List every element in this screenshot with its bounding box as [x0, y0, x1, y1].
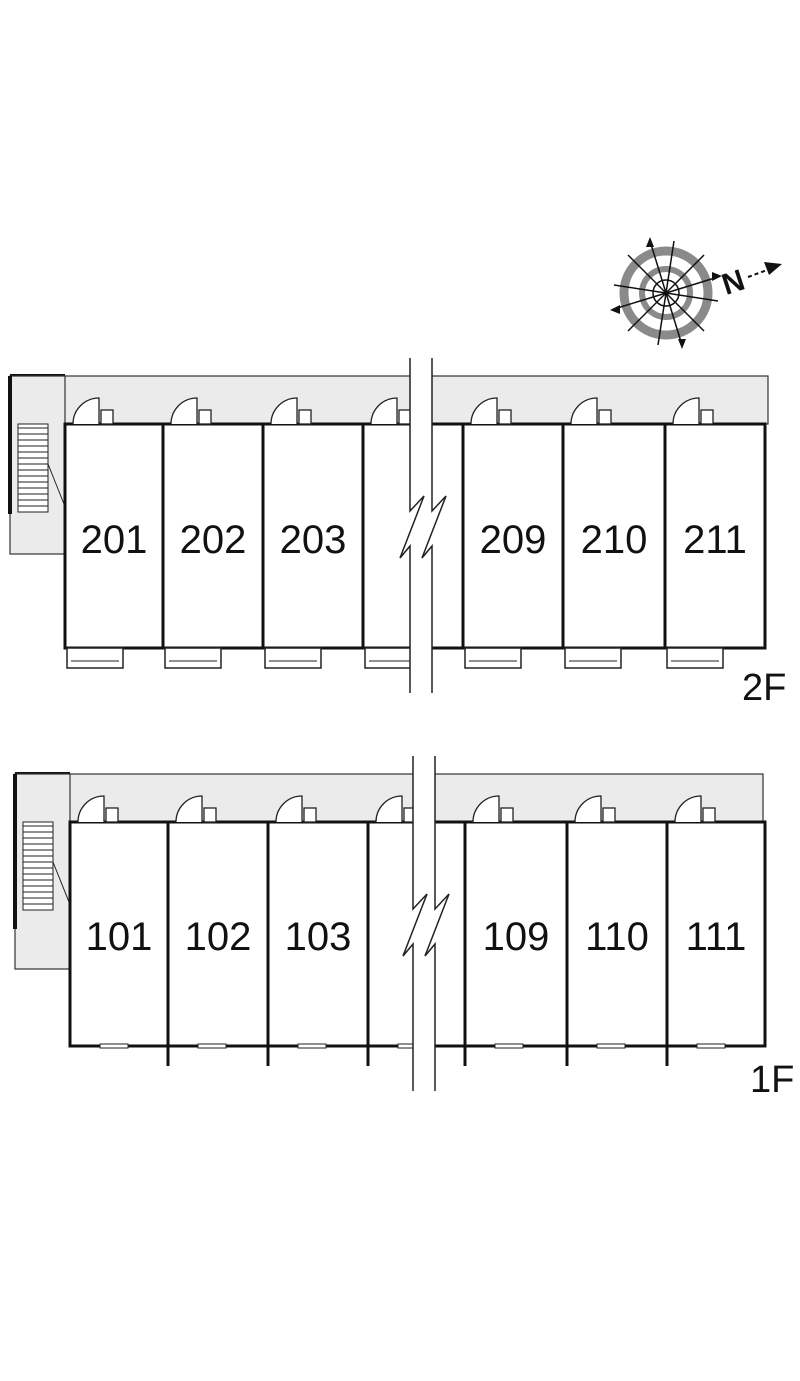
- room-101: 101: [77, 795, 153, 1049]
- break-line: [424, 756, 450, 1091]
- stair-frame: [17, 423, 49, 513]
- meter-box-icon: [298, 409, 312, 425]
- room-number: 109: [483, 915, 550, 959]
- meter-box-icon: [700, 409, 714, 425]
- room-number: 103: [285, 915, 352, 959]
- entrance-door-icon: [472, 795, 500, 823]
- break-line: [402, 756, 428, 1091]
- window-icon: [494, 1043, 524, 1049]
- staircase: [17, 423, 65, 513]
- entrance-door-icon: [275, 795, 303, 823]
- entrance-door-icon: [270, 397, 298, 425]
- stair-rail: [47, 463, 65, 505]
- staircase: [22, 821, 70, 911]
- window-icon: [596, 1043, 626, 1049]
- entrance-door-icon: [77, 795, 105, 823]
- window-icon: [297, 1043, 327, 1049]
- meter-box-icon: [398, 409, 412, 425]
- window-icon: [197, 1043, 227, 1049]
- meter-box-icon: [198, 409, 212, 425]
- balcony: [464, 647, 522, 669]
- room-102: 102: [166, 795, 252, 1066]
- north-indicator: N: [718, 262, 782, 302]
- entrance-door-icon: [170, 397, 198, 425]
- meter-box-icon: [100, 409, 114, 425]
- meter-box-icon: [498, 409, 512, 425]
- balcony: [164, 647, 222, 669]
- balcony: [564, 647, 622, 669]
- balcony: [264, 647, 322, 669]
- floor-label: 1F: [750, 1059, 794, 1101]
- room-number: 102: [185, 915, 252, 959]
- floor-2F-plan: 201 202 203 209 210 211 2F: [8, 358, 786, 709]
- compass-rose-icon: [610, 237, 722, 349]
- entrance-door-icon: [370, 397, 398, 425]
- room-209: 209: [461, 397, 547, 669]
- room-202: 202: [161, 397, 247, 669]
- stair-rail: [52, 861, 70, 903]
- window-icon: [696, 1043, 726, 1049]
- meter-box-icon: [203, 807, 217, 823]
- entrance-door-icon: [175, 795, 203, 823]
- entrance-door-icon: [574, 795, 602, 823]
- room-number: 211: [683, 518, 747, 562]
- window-icon: [99, 1043, 129, 1049]
- entrance-door-icon: [375, 795, 403, 823]
- room-number: 111: [686, 915, 747, 959]
- balcony: [66, 647, 124, 669]
- entrance-door-icon: [672, 397, 700, 425]
- meter-box-icon: [598, 409, 612, 425]
- room-201: 201: [66, 397, 148, 669]
- room-109: 109: [463, 795, 550, 1066]
- room-210: 210: [561, 397, 648, 669]
- omission-break: [402, 756, 450, 1091]
- break-line: [399, 358, 425, 693]
- room-number: 201: [81, 518, 148, 562]
- room-103: 103: [266, 795, 352, 1066]
- meter-box-icon: [602, 807, 616, 823]
- meter-box-icon: [105, 807, 119, 823]
- break-gap: [413, 756, 435, 1091]
- entrance-door-icon: [570, 397, 598, 425]
- entrance-door-icon: [470, 397, 498, 425]
- room-number: 110: [585, 915, 649, 959]
- room-number: 209: [480, 518, 547, 562]
- break-line: [421, 358, 447, 693]
- room-number: 203: [280, 518, 347, 562]
- room-number: 210: [581, 518, 648, 562]
- stair-frame: [22, 821, 54, 911]
- meter-box-icon: [702, 807, 716, 823]
- omission-break: [399, 358, 447, 693]
- break-gap: [410, 358, 432, 693]
- room-203: 203: [261, 397, 347, 669]
- balcony: [666, 647, 724, 669]
- north-label: N: [718, 264, 749, 302]
- room-110: 110: [565, 795, 649, 1066]
- room-number: 202: [180, 518, 247, 562]
- floor-label: 2F: [742, 667, 786, 709]
- meter-box-icon: [500, 807, 514, 823]
- floor-1F-plan: 101 102 103 109 110 111 1F: [13, 756, 794, 1101]
- room-211: 211: [663, 397, 747, 669]
- entrance-door-icon: [72, 397, 100, 425]
- entrance-door-icon: [674, 795, 702, 823]
- room-111: 111: [665, 795, 747, 1066]
- meter-box-icon: [303, 807, 317, 823]
- room-number: 101: [86, 915, 153, 959]
